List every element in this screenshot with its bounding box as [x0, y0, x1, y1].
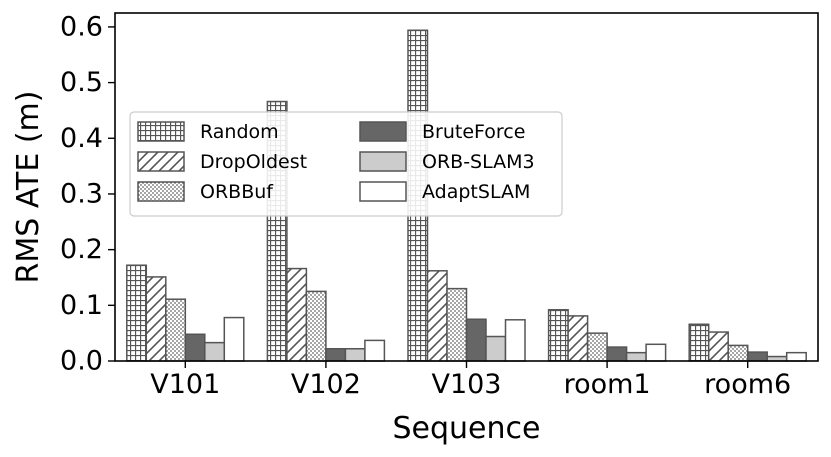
x-axis-label: Sequence — [393, 411, 541, 446]
bar-orbbuf-v102 — [305, 290, 327, 362]
bar-adaptslam-v102 — [364, 339, 386, 362]
bar-dropoldest-room1 — [567, 315, 589, 362]
y-tick-label: 0.2 — [60, 234, 103, 265]
y-tick-label: 0.5 — [60, 67, 103, 98]
legend-swatch-random — [137, 121, 185, 142]
bar-adaptslam-v101 — [223, 316, 245, 362]
y-tick-label: 0.3 — [60, 178, 103, 209]
legend-swatch-dropoldest — [137, 151, 185, 172]
bar-random-room1 — [547, 309, 569, 362]
legend-swatch-bruteforce — [359, 121, 407, 142]
x-tick-label: V101 — [150, 369, 220, 400]
bar-dropoldest-v103 — [426, 270, 448, 362]
legend-label-dropoldest: DropOldest — [200, 151, 307, 173]
bar-random-room6 — [688, 323, 710, 362]
bar-orb-slam3-v101 — [204, 341, 226, 362]
legend-swatch-orb-slam3 — [359, 151, 407, 172]
legend-label-adaptslam: AdaptSLAM — [422, 181, 530, 203]
x-tick-label: room1 — [564, 369, 651, 400]
bar-bruteforce-room6 — [746, 351, 768, 362]
y-tick-label: 0.4 — [60, 123, 103, 154]
bar-bruteforce-v103 — [465, 318, 487, 362]
y-tick-label: 0.6 — [60, 11, 103, 42]
legend-swatch-adaptslam — [359, 181, 407, 202]
bar-dropoldest-room6 — [707, 331, 729, 362]
bar-adaptslam-room1 — [645, 343, 667, 362]
bar-orb-slam3-v103 — [485, 335, 507, 362]
bar-orbbuf-room1 — [586, 332, 608, 362]
bar-random-v101 — [126, 264, 148, 362]
bar-dropoldest-v101 — [145, 276, 167, 362]
legend-label-orbbuf: ORBBuf — [200, 181, 274, 203]
bar-orbbuf-room6 — [727, 344, 749, 362]
bar-bruteforce-v101 — [184, 333, 206, 362]
legend-label-bruteforce: BruteForce — [422, 121, 525, 143]
bar-adaptslam-room6 — [785, 351, 807, 362]
bar-orb-slam3-room1 — [625, 351, 647, 362]
legend-label-random: Random — [200, 121, 279, 143]
bar-orb-slam3-v102 — [344, 348, 366, 362]
bar-orbbuf-v103 — [446, 287, 468, 362]
bar-orbbuf-v101 — [165, 298, 187, 362]
legend-label-orb-slam3: ORB-SLAM3 — [422, 151, 535, 173]
x-tick-label: V102 — [291, 369, 361, 400]
legend-box — [129, 111, 563, 217]
legend-swatch-orbbuf — [137, 181, 185, 202]
bar-dropoldest-v102 — [286, 267, 308, 362]
x-tick-label: V103 — [431, 369, 501, 400]
bar-bruteforce-v102 — [325, 348, 347, 362]
y-tick-label: 0.0 — [60, 346, 103, 377]
y-axis-label: RMS ATE (m) — [11, 91, 46, 284]
x-tick-label: room6 — [704, 369, 791, 400]
bar-adaptslam-v103 — [504, 319, 526, 362]
y-tick-label: 0.1 — [60, 290, 103, 321]
bar-bruteforce-room1 — [606, 346, 628, 362]
